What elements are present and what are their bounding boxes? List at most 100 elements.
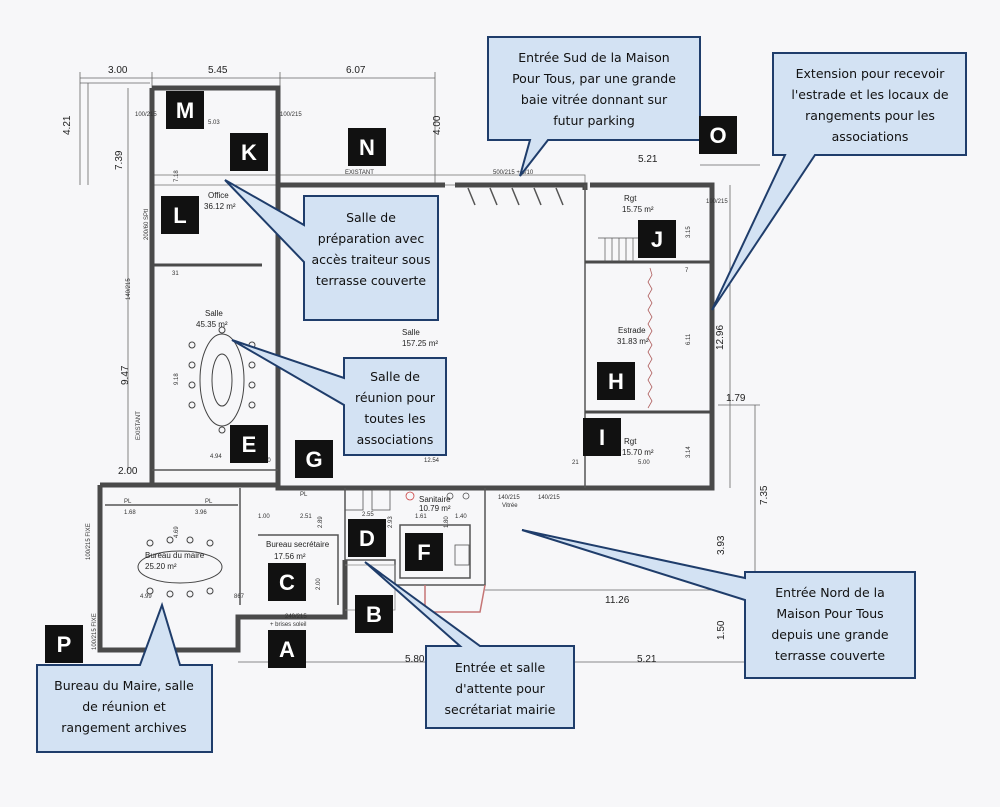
tag-G-text: G [305, 447, 322, 472]
callout-extension-line-4: associations [832, 129, 909, 144]
callout-reunion-line-2: réunion pour [355, 390, 436, 405]
callout-reunion-line-4: associations [357, 432, 434, 447]
dim-right-3: 3.93 [716, 535, 727, 555]
callout-entree-sud-line-3: baie vitrée donnant sur [521, 92, 668, 107]
room-rgt-bottom-area: 15.70 m² [622, 448, 654, 457]
room-office-name: Office [208, 191, 229, 200]
callout-preparation-line-4: terrasse couverte [316, 273, 427, 288]
dim-left-top: 4.21 [62, 115, 73, 135]
dim-500: 5.00 [638, 460, 650, 466]
tag-H-text: H [608, 369, 624, 394]
dim-251: 2.51 [300, 514, 312, 520]
inner-dimensions: 5.03 4.94 9.18 6.11 3.15 3.14 4.99 3.96 … [124, 120, 692, 600]
stairs [598, 237, 640, 262]
room-sanitaire-area: 10.79 m² [419, 504, 451, 513]
dim-left-mid: 7.39 [114, 150, 125, 170]
room-office-area: 36.12 m² [204, 202, 236, 211]
tag-A: A [268, 630, 306, 668]
dim-bottom-2: 5.21 [637, 654, 657, 665]
tag-C-text: C [279, 570, 295, 595]
tag-N: N [348, 128, 386, 166]
meeting-table-bureau [137, 536, 223, 598]
callout-entree-attente: Entrée et salle d'attente pour secrétari… [364, 561, 575, 729]
tag-B-text: B [366, 602, 382, 627]
dim-140: 1.40 [455, 514, 467, 520]
pl-label-2: PL [205, 499, 213, 505]
room-bureau-secretaire-area: 17.56 m² [274, 552, 306, 561]
tag-D: D [348, 519, 386, 557]
dim-100: 1.00 [258, 514, 270, 520]
callout-entree-attente-line-2: d'attente pour [455, 681, 546, 696]
dim-180: 1.80 [444, 516, 450, 528]
callout-bureau-maire: Bureau du Maire, salle de réunion et ran… [36, 601, 213, 753]
dim-right-2: 7.35 [759, 485, 770, 505]
tag-F: F [405, 533, 443, 571]
tag-L: L [161, 196, 199, 234]
dim-314: 3.14 [686, 446, 692, 458]
dim-1254: 12.54 [424, 458, 440, 464]
room-rgt-top-area: 15.75 m² [622, 205, 654, 214]
dim-bottom-1: 5.80 [405, 654, 425, 665]
callout-extension-line-2: l'estrade et les locaux de [791, 87, 949, 102]
plan-labels: 100/215 100/215 100/215 140/215 140/215 … [86, 112, 728, 650]
callout-bureau-maire-line-2: de réunion et [82, 699, 166, 714]
tag-J-text: J [651, 227, 663, 252]
callout-reunion: Salle de réunion pour toutes les associa… [231, 339, 447, 456]
tag-J: J [638, 220, 676, 258]
dim-255: 2.55 [362, 512, 374, 518]
callout-preparation: Salle de préparation avec accès traiteur… [224, 179, 439, 321]
tag-G: G [295, 440, 333, 478]
dim-mid-long: 11.26 [605, 595, 630, 606]
dim-315: 3.15 [686, 226, 692, 238]
callout-preparation-line-1: Salle de [346, 210, 396, 225]
tag-L-text: L [173, 203, 186, 228]
dim-right-total: 12.96 [715, 325, 726, 350]
room-salle-reunion-area: 45.35 m² [196, 320, 228, 329]
dim-396: 3.96 [195, 510, 207, 516]
tag-O: O [699, 116, 737, 154]
door-label-3: 100/215 [706, 199, 728, 205]
callout-extension-line-3: rangements pour les [805, 108, 935, 123]
tag-I-text: I [599, 425, 605, 450]
tag-M: M [166, 91, 204, 129]
callout-reunion-line-3: toutes les [364, 411, 425, 426]
dim-top-1: 3.00 [108, 65, 128, 76]
tag-N-text: N [359, 135, 375, 160]
callout-entree-sud-line-1: Entrée Sud de la Maison [518, 50, 669, 65]
room-bureau-maire-area: 25.20 m² [145, 562, 177, 571]
door-label-5: 140/215 [538, 495, 560, 501]
dim-inner-400: 4.00 [432, 115, 443, 135]
door-label-1: 100/215 [135, 112, 157, 118]
num-867: 867 [234, 594, 245, 600]
callout-preparation-line-3: accès traiteur sous [312, 252, 431, 267]
door-label-2: 100/215 [280, 112, 302, 118]
dim-469: 4.69 [174, 526, 180, 538]
room-estrade-area: 31.83 m² [617, 337, 649, 346]
tag-E-text: E [242, 432, 257, 457]
tag-C: C [268, 563, 306, 601]
callout-entree-sud-line-4: futur parking [553, 113, 635, 128]
callout-entree-sud-line-2: Pour Tous, par une grande [512, 71, 676, 86]
callout-bureau-maire-line-1: Bureau du Maire, salle [54, 678, 194, 693]
callout-entree-nord-line-1: Entrée Nord de la [775, 585, 885, 600]
tag-I: I [583, 418, 621, 456]
callout-reunion-line-1: Salle de [370, 369, 420, 384]
dim-168: 1.68 [124, 510, 136, 516]
room-salle-main-area: 157.25 m² [402, 339, 438, 348]
tag-K-text: K [241, 140, 257, 165]
tag-E: E [230, 425, 268, 463]
tag-F-text: F [417, 540, 430, 565]
dim-918: 9.18 [174, 373, 180, 385]
tag-K: K [230, 133, 268, 171]
dim-494: 4.94 [210, 454, 222, 460]
callout-entree-attente-line-1: Entrée et salle [455, 660, 546, 675]
callout-entree-attente-line-3: secrétariat mairie [445, 702, 556, 717]
callout-preparation-line-2: préparation avec [318, 231, 425, 246]
callout-extension-line-1: Extension pour recevoir [796, 66, 946, 81]
right-dimensions: 5.21 12.96 1.79 7.35 3.93 1.50 11.26 5.8… [118, 154, 770, 665]
callout-entree-sud: Entrée Sud de la Maison Pour Tous, par u… [487, 36, 701, 177]
room-salle-reunion-name: Salle [205, 309, 223, 318]
top-dimensions: 3.00 5.45 6.07 4.21 7.39 9.47 4.00 [62, 65, 443, 470]
pl-label-3: PL [300, 492, 308, 498]
dim-503: 5.03 [208, 120, 220, 126]
